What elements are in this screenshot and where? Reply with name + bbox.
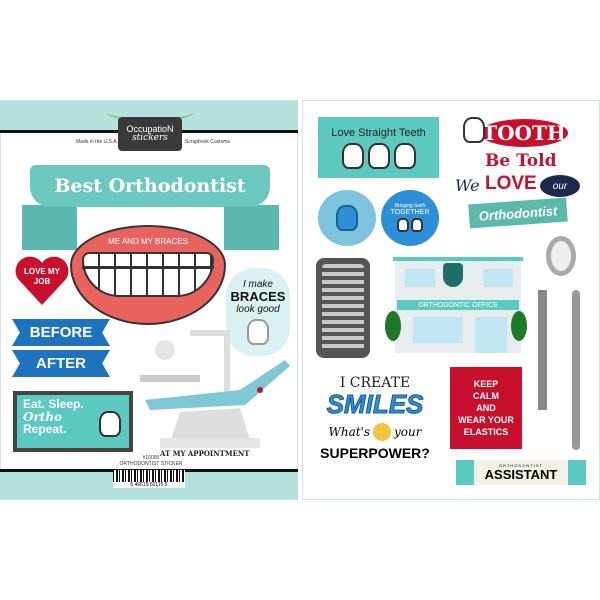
- love-straight-teeth-sticker: Love Straight Teeth: [318, 117, 439, 178]
- made-in-text: Made in the U.S.A. by: [76, 139, 125, 145]
- banner-text: Best Orthodontist: [54, 175, 246, 197]
- i-create-smiles-sticker: I CREATE SMILES What's your SUPERPOWER?: [316, 375, 434, 485]
- ribbon-tail: [22, 205, 77, 250]
- lips-text: ME AND MY BRACES: [108, 237, 188, 246]
- tooth-icon: [336, 205, 358, 231]
- smiles-line: What's: [328, 425, 371, 439]
- ribbon-tail: [224, 205, 279, 250]
- product-name: ORTHODONTIST STICKER: [119, 461, 183, 467]
- orthodontist-assistant-sticker: ORTHODONTIST ASSISTANT: [456, 460, 586, 485]
- bubble-line: look good: [236, 304, 280, 316]
- appointment-text: AT MY APPOINTMENT: [160, 449, 250, 458]
- orthodontic-office-sticker: ORTHODONTIC OFFICE: [385, 255, 527, 355]
- xray-sticker: [316, 258, 370, 358]
- keep-calm-sticker: KEEP CALM AND WEAR YOUR ELASTICS: [450, 367, 522, 449]
- keep-line: WEAR YOUR: [458, 415, 514, 426]
- smiles-line: SUPERPOWER?: [320, 445, 430, 461]
- dental-mirror-icon: [546, 236, 576, 276]
- tree-icon: [511, 311, 527, 341]
- tooth-icon: [247, 319, 269, 346]
- product-info: #16000 ORTHODONTIST STICKER: [112, 455, 190, 467]
- tooth-icon: [463, 117, 485, 143]
- tooth-icon: [99, 411, 121, 437]
- barcode-number: 6 46619 60115 5: [113, 482, 185, 488]
- be-told-text: Be Told: [485, 151, 557, 171]
- brand-subtitle: stickers: [132, 133, 168, 143]
- heart-icon: [15, 256, 69, 305]
- sticker-text: Love Straight Teeth: [331, 126, 426, 139]
- eat-line: Eat. Sleep.: [23, 397, 84, 411]
- bubble-line: I make: [242, 278, 273, 290]
- smiles-line: SMILES: [326, 389, 424, 419]
- brand-name: OccupatioN: [126, 124, 174, 134]
- keep-line: KEEP: [473, 378, 499, 389]
- before-banner: BEFORE: [12, 319, 110, 346]
- smiles-line: I CREATE: [339, 375, 411, 391]
- after-banner: AFTER: [12, 350, 110, 377]
- tooth-text: TOOTH: [480, 119, 568, 147]
- love-my-job-text: LOVE MY JOB: [23, 267, 60, 286]
- shield-icon: [443, 263, 463, 287]
- tree-icon: [385, 311, 401, 341]
- keep-line: ELASTICS: [463, 427, 509, 438]
- keep-line: CALM: [473, 390, 499, 401]
- we-text: We: [455, 176, 480, 195]
- eat-sleep-sticker: Eat. Sleep. Ortho Repeat.: [13, 391, 133, 452]
- brand-logo: OccupatioN stickers: [118, 117, 182, 151]
- keep-line: AND: [476, 402, 496, 413]
- braces-teeth: [82, 252, 214, 297]
- eat-line: Ortho: [23, 409, 63, 424]
- sticker-text: Bringing teeth: [394, 203, 426, 209]
- our-text: our: [540, 175, 580, 197]
- best-orthodontist-banner: Best Orthodontist: [30, 165, 270, 207]
- tooth-be-told-sticker: TOOTH Be Told We LOVE our Orthodontist: [455, 113, 595, 233]
- grin-emoji-icon: [373, 423, 392, 441]
- assistant-small-text: ORTHODONTIST: [499, 463, 543, 468]
- wire: [82, 266, 214, 269]
- office-sign: ORTHODONTIC OFFICE: [397, 300, 519, 310]
- dental-chair-icon: [140, 330, 290, 448]
- eat-line: Repeat.: [23, 422, 67, 437]
- dental-explorer-icon: [572, 290, 580, 450]
- love-text: LOVE: [485, 173, 537, 194]
- together-circle-sticker: Bringing teeth TOGETHER: [381, 190, 439, 246]
- bubble-line: BRACES: [230, 288, 286, 304]
- smiles-line: your: [394, 425, 422, 439]
- braces-bubble-sticker: I make BRACES look good: [226, 268, 290, 356]
- company-text: Scrapbook Customs: [185, 139, 231, 145]
- orthodontist-text: Orthodontist: [468, 197, 568, 229]
- sku: #16000: [142, 455, 160, 461]
- dental-mirror-handle: [538, 290, 547, 410]
- sticker-text: TOGETHER: [390, 209, 430, 216]
- assistant-text: ASSISTANT: [484, 467, 558, 482]
- tooth-circle-sticker: [318, 190, 376, 246]
- barcode: [113, 470, 185, 482]
